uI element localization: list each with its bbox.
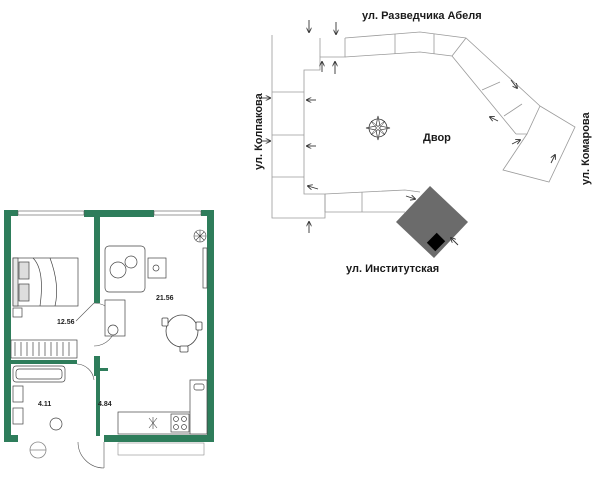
street-north: ул. Разведчика Абеля [362,10,482,22]
entrance-marker [426,232,446,252]
street-south: ул. Институтская [346,263,439,275]
area-bathroom: 4.11 [38,401,51,408]
chair [104,299,126,337]
site-plan: Двор ул. Разведчика Абеля ул. Колпакова … [253,10,592,275]
area-living-kitchen: 21.56 [156,295,174,302]
building-outline [271,31,576,219]
outer-walls [4,210,214,442]
sofa-set [104,245,167,293]
street-west: ул. Колпакова [253,92,265,170]
dining-table [161,314,203,353]
bed [12,257,79,318]
yard-label: Двор [423,132,451,144]
entrance-door [77,441,105,469]
area-hallway: 4.84 [98,401,112,408]
tv-stand [202,247,208,289]
wardrobe [10,339,78,359]
entrance-arrows [261,20,555,246]
compass-icon [365,115,391,141]
door-handle-icon [29,441,47,459]
floor-plan: 12.56 21.56 4.11 4.84 [4,210,214,469]
entry-mat [117,442,205,456]
plant-icon [193,229,207,243]
bathroom-fixtures [12,385,63,431]
bathroom-door [76,363,95,381]
windows [17,210,202,216]
kitchen-counter [117,379,208,435]
area-bedroom: 12.56 [57,319,75,326]
street-east: ул. Комарова [580,111,592,185]
bathtub [12,365,66,383]
